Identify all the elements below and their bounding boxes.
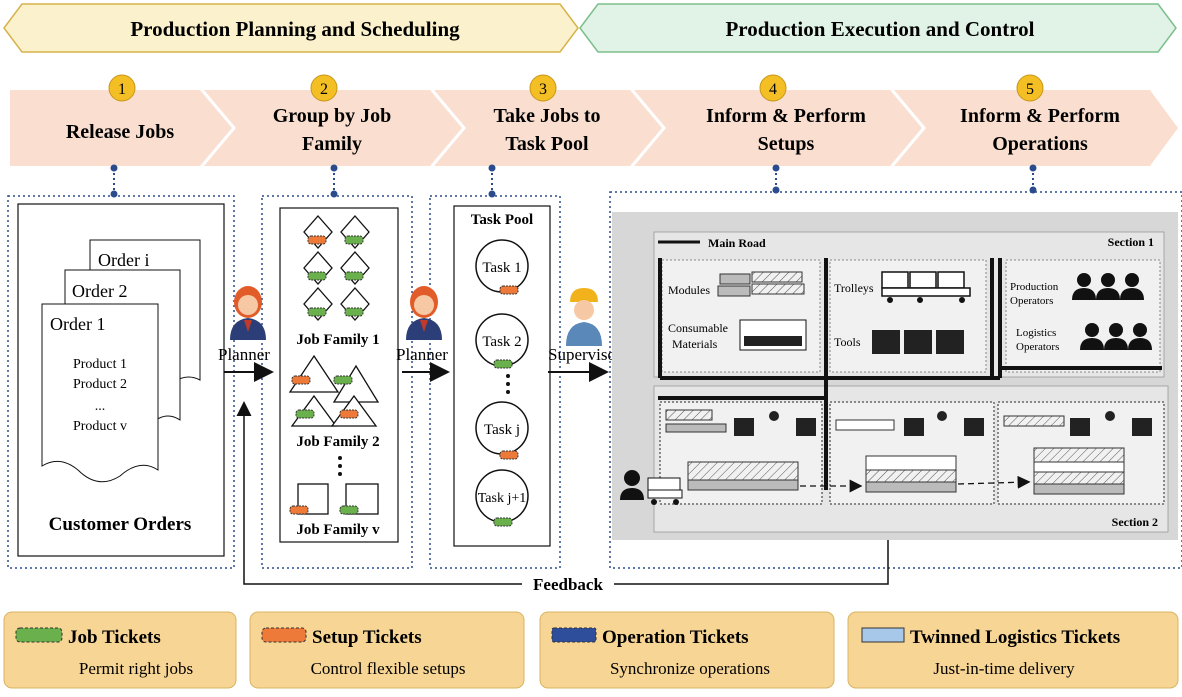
customer-orders: Order i Order 2 Order 1 Product 1 Produc… [17,203,225,557]
job-family-1-label: Job Family 1 [296,332,379,348]
execution-title: Production Execution and Control [725,17,1034,41]
task-pool-title: Task Pool [471,212,533,228]
step-5-label-line2: Operations [992,133,1088,155]
step-1-chevron [10,90,232,166]
logistics-label-2: Operators [1016,341,1059,353]
section-1-label: Section 1 [1108,235,1154,249]
job-family-2-label: Job Family 2 [296,434,379,450]
task-1-label: Task 1 [482,260,521,276]
legend-operation-title: Operation Tickets [602,627,749,648]
execution-banner [579,3,1177,53]
tools-label: Tools [834,335,861,349]
legend-operation-desc: Synchronize operations [610,659,770,678]
step-3-label-line1: Take Jobs to [493,105,600,127]
step-3-chevron [434,90,662,166]
step-2-label-line1: Group by Job [273,105,392,127]
step-4-label-line2: Setups [758,133,815,155]
planner-1-avatar [230,286,266,340]
step-2-badge [310,74,338,102]
legend-setup-desc: Control flexible setups [311,659,466,678]
product-ellipsis: ... [95,399,106,414]
feedback-loop: Feedback [236,401,889,594]
step-band [10,90,1178,166]
product-v: Product v [73,419,127,434]
section-2-label: Section 2 [1112,515,1158,529]
step-2-number: 2 [320,81,328,98]
job-families: Job Family 1 Job Family 2 Job Family v [279,207,399,543]
job-family-v-label: Job Family v [296,522,380,538]
order-1-label: Order 1 [50,314,105,334]
customer-orders-caption: Customer Orders [49,514,192,535]
step-1-label: Release Jobs [66,121,175,143]
trolleys-label: Trolleys [834,281,874,295]
supervisor-avatar [566,288,602,346]
step-4-number: 4 [769,81,777,98]
order-2-label: Order 2 [72,281,127,301]
step-2-label-line2: Family [302,133,362,155]
modules-label: Modules [668,283,710,297]
product-2: Product 2 [73,377,127,392]
step-badges: 1 2 3 4 5 [108,74,1044,102]
step-2-chevron [204,90,462,166]
step-1-badge [108,74,136,102]
step-5-badge [1016,74,1044,102]
logistics-label-1: Logistics [1016,327,1056,339]
step-labels: Release Jobs Group by Job Family Take Jo… [66,105,1120,155]
step-3-label-line2: Task Pool [505,133,589,155]
task-j-label: Task j [484,422,520,438]
step-5-number: 5 [1026,81,1034,98]
planning-banner [3,3,579,53]
planning-title: Production Planning and Scheduling [130,17,460,41]
step-3-badge [529,74,557,102]
legend-job-desc: Permit right jobs [79,659,193,678]
legend-setup-title: Setup Tickets [312,627,422,648]
production-label-1: Production [1010,281,1059,293]
shop-floor: Main Road Section 1 Modules Consumable M… [612,212,1178,540]
step-3-number: 3 [539,81,547,98]
consumable-label-2: Materials [672,337,718,351]
planner-1-label: Planner [218,345,270,364]
supervisor-label: Supervisor [548,345,622,364]
planner-2-label: Planner [396,345,448,364]
step-5-chevron [894,90,1178,166]
step-5-label-line1: Inform & Perform [960,105,1120,127]
planner-2-avatar [406,286,442,340]
section-frames [7,191,1182,569]
legend-logistics-desc: Just-in-time delivery [933,659,1075,678]
main-road-label: Main Road [708,236,766,250]
task-2-label: Task 2 [482,334,521,350]
step-1-number: 1 [118,81,126,98]
task-j1-label: Task j+1 [478,491,527,506]
order-i-label: Order i [98,250,149,270]
step-4-badge [759,74,787,102]
step-connectors [110,164,1037,198]
production-label-2: Operators [1010,295,1053,307]
legend: Job Tickets Permit right jobs Setup Tick… [3,611,1179,689]
step-4-chevron [634,90,922,166]
consumable-label-1: Consumable [668,321,728,335]
task-pool: Task Pool Task 1 Task 2 Task j Task j+1 [453,205,551,547]
feedback-label: Feedback [533,575,603,594]
legend-job-title: Job Tickets [68,627,161,648]
step-4-label-line1: Inform & Perform [706,105,866,127]
product-1: Product 1 [73,357,127,372]
legend-logistics-title: Twinned Logistics Tickets [910,627,1120,648]
